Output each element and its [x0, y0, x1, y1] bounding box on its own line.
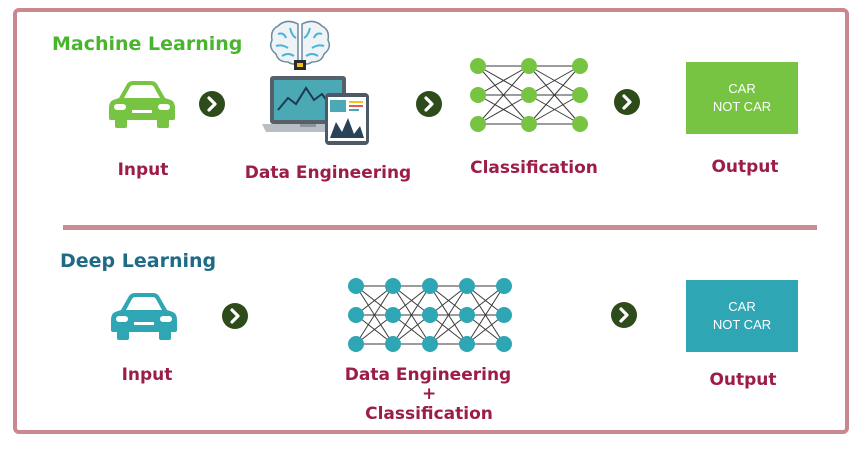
network-node [459, 278, 475, 294]
plus-sign: + [422, 384, 437, 404]
ml-data-engineering-label: Data Engineering [244, 163, 412, 183]
network-connection [528, 65, 581, 96]
next-arrow-icon [614, 89, 640, 115]
next-arrow-icon [222, 303, 248, 329]
car-icon [111, 293, 177, 340]
network-connection [477, 65, 530, 125]
machine-learning-title: Machine Learning [52, 33, 243, 55]
network-node [470, 87, 486, 103]
neural-network-icon [470, 58, 588, 132]
network-node [470, 116, 486, 132]
network-node [496, 336, 512, 352]
next-arrow-icon [416, 91, 442, 117]
dl-data-engineering-label: Data Engineering [344, 365, 512, 385]
network-connection [392, 285, 431, 345]
network-connection [528, 94, 581, 125]
output-car-text: CAR [728, 299, 756, 314]
output-not-car-text: NOT CAR [712, 317, 772, 332]
neural-network-icon [348, 278, 512, 352]
network-node [422, 336, 438, 352]
network-connection [477, 94, 530, 125]
network-node [521, 58, 537, 74]
diagram-frame [13, 8, 849, 434]
network-connection [355, 285, 394, 345]
network-connection [466, 285, 505, 345]
network-node [521, 116, 537, 132]
network-node [348, 278, 364, 294]
output-car-text: CAR [728, 81, 756, 96]
network-node [422, 307, 438, 323]
dl-output-label: Output [709, 370, 777, 390]
network-node [385, 307, 401, 323]
network-node [572, 58, 588, 74]
brain-chip-icon [269, 20, 331, 70]
deep-learning-title: Deep Learning [60, 250, 217, 272]
network-node [470, 58, 486, 74]
network-connection [477, 65, 530, 96]
network-node [348, 336, 364, 352]
network-node [496, 278, 512, 294]
dl-input-label: Input [121, 365, 173, 385]
network-node [459, 307, 475, 323]
dl-output-box: CAR NOT CAR [686, 280, 798, 352]
tablet-chart-icon [325, 93, 369, 145]
next-arrow-icon [199, 91, 225, 117]
network-node [348, 307, 364, 323]
network-connection [528, 65, 581, 125]
network-node [521, 87, 537, 103]
dl-classification-label: Classification [365, 404, 493, 424]
network-node [422, 278, 438, 294]
network-node [572, 87, 588, 103]
ml-input-label: Input [117, 160, 169, 180]
network-node [459, 336, 475, 352]
ml-classification-label: Classification [470, 158, 598, 178]
network-node [496, 307, 512, 323]
next-arrow-icon [611, 302, 637, 328]
network-node [385, 278, 401, 294]
network-node [385, 336, 401, 352]
output-not-car-text: NOT CAR [712, 99, 772, 114]
car-icon [109, 81, 175, 128]
ml-output-box: CAR NOT CAR [686, 62, 798, 134]
network-connection [429, 285, 468, 345]
network-node [572, 116, 588, 132]
ml-output-label: Output [711, 157, 779, 177]
section-divider [63, 225, 817, 230]
